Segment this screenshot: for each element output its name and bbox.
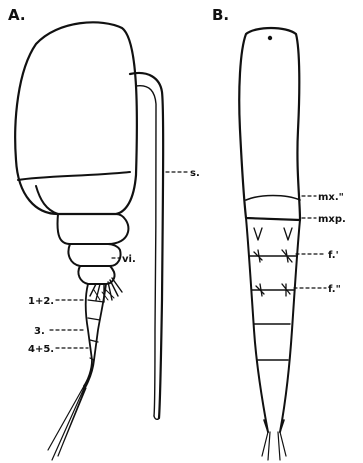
callout-mx2: mx." [302, 192, 344, 203]
segment-line-mxp [246, 218, 300, 220]
callout-segments-1-2-label: 1+2. [28, 296, 54, 307]
callout-f2: f." [294, 284, 341, 295]
panel-b-label: B. [212, 6, 229, 24]
callout-s-label: s. [190, 168, 200, 179]
thoracic-segment-1 [18, 172, 130, 180]
callout-mx2-label: mx." [318, 192, 344, 203]
callout-s: s. [166, 168, 200, 179]
cephalothorax [15, 22, 137, 214]
callout-segments-4-5-label: 4+5. [28, 344, 54, 355]
callout-mxp: mxp. [302, 214, 346, 225]
callout-vi-label: vi. [122, 254, 136, 265]
cephalothorax-dorsal [239, 28, 300, 220]
filament-s [130, 73, 163, 419]
segment-line-mx2 [246, 196, 300, 201]
leg-marks [254, 228, 292, 296]
caudal-setae-b [262, 420, 286, 460]
eye-spot-icon [268, 36, 272, 40]
callout-segments-4-5: 4+5. [28, 344, 88, 355]
callout-segment-3-label: 3. [34, 326, 45, 337]
caudal-setae-a [48, 386, 86, 460]
callout-f1: f.' [296, 250, 339, 261]
thoracic-segment-4 [78, 266, 114, 284]
callout-segments-1-2: 1+2. [28, 296, 86, 307]
callout-mxp-label: mxp. [318, 214, 346, 225]
callout-f1-label: f.' [328, 250, 339, 261]
thoracic-segment-3 [68, 244, 120, 266]
urosome [84, 284, 106, 386]
panel-b-dorsal-view: B. mx." mxp. [212, 6, 346, 460]
callout-segment-3: 3. [34, 326, 86, 337]
panel-a-lateral-view: A. s. [8, 6, 200, 460]
callout-f2-label: f." [328, 284, 341, 295]
thoracic-segments-dorsal [246, 218, 300, 432]
panel-a-label: A. [8, 6, 26, 24]
thoracic-segment-2 [36, 186, 128, 244]
